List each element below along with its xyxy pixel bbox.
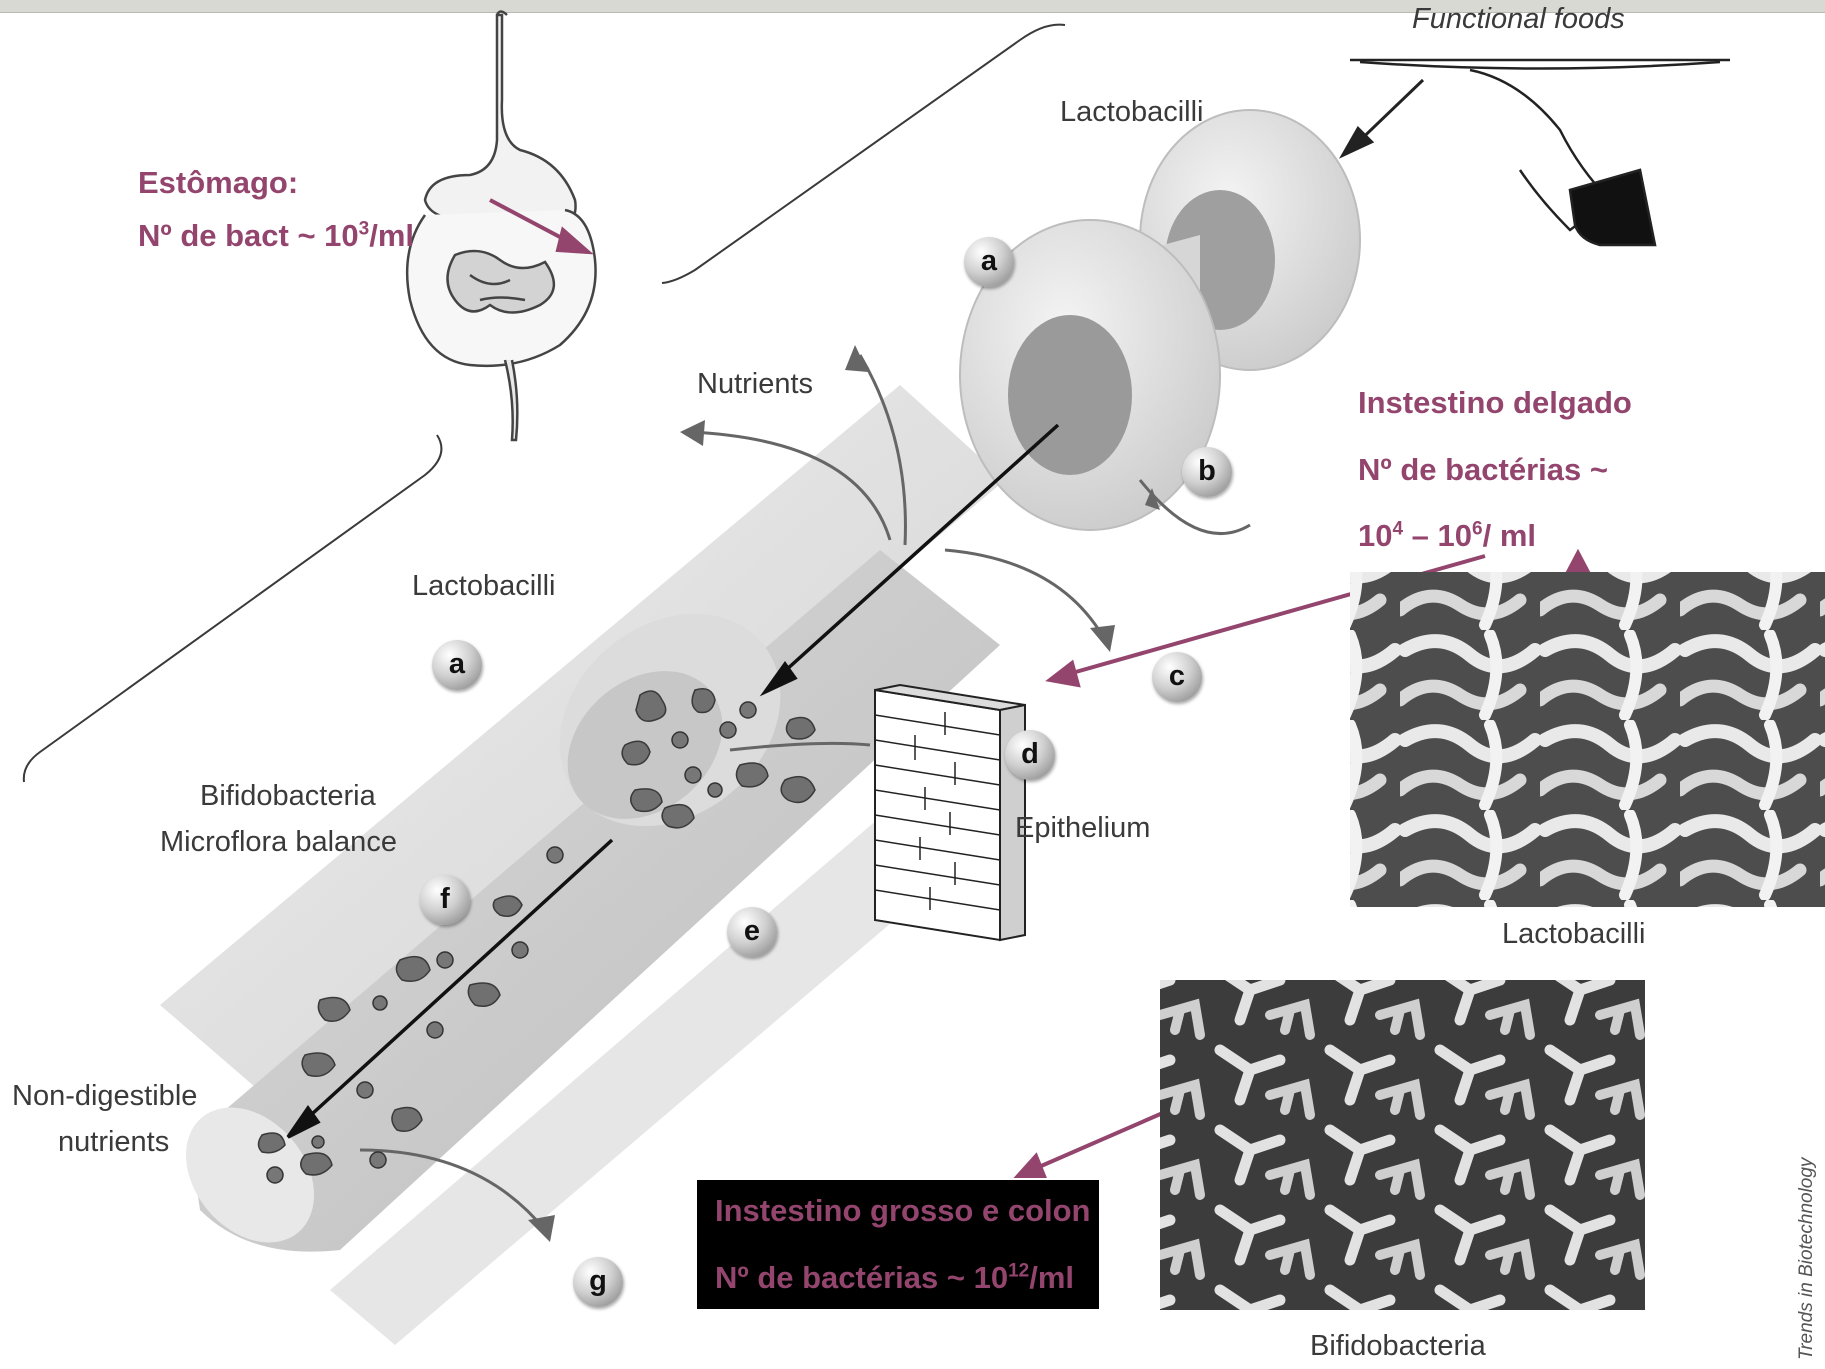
stomach-count-exp: 3 xyxy=(359,219,370,240)
journal-credit: Trends in Biotechnology xyxy=(1790,1105,1815,1365)
small-range-a: 10 xyxy=(1358,518,1392,553)
epithelium-label: Epithelium xyxy=(1015,812,1150,845)
badge-e: e xyxy=(727,907,777,957)
lactobacilli-photo-caption: Lactobacilli xyxy=(1502,918,1645,951)
intestinal-rings xyxy=(960,110,1360,530)
large-count-exp: 12 xyxy=(1008,1261,1029,1282)
badge-a-left: a xyxy=(432,640,482,690)
epithelium-block xyxy=(875,685,1025,940)
functional-foods-label: Functional foods xyxy=(1412,3,1625,36)
large-count-prefix: Nº de bactérias ~ 10 xyxy=(715,1260,1008,1295)
large-intestine-count: Nº de bactérias ~ 1012/ml xyxy=(715,1260,1074,1296)
lactobacilli-left-label: Lactobacilli xyxy=(412,570,555,603)
non-digestible-label: Non-digestible xyxy=(12,1080,197,1113)
badge-g: g xyxy=(573,1257,623,1307)
bifidobacteria-micrograph xyxy=(1160,980,1645,1310)
stomach-title: Estômago: xyxy=(138,165,298,201)
badge-c: c xyxy=(1152,652,1202,702)
small-range-b-exp: 6 xyxy=(1472,519,1483,540)
small-range-mid: – 10 xyxy=(1403,518,1472,553)
small-intestine-range: 104 – 106/ ml xyxy=(1358,518,1536,554)
badge-a-top: a xyxy=(964,237,1014,287)
bifidobacteria-photo-caption: Bifidobacteria xyxy=(1310,1330,1486,1363)
large-intestine-title: Instestino grosso e colon xyxy=(715,1193,1091,1229)
small-range-suffix: / ml xyxy=(1483,518,1536,553)
small-intestine-count: Nº de bactérias ~ xyxy=(1358,452,1608,488)
small-range-a-exp: 4 xyxy=(1392,519,1403,540)
digestive-tract-illustration xyxy=(407,12,595,441)
nutrients-label: Nutrients xyxy=(697,368,813,401)
stomach-count: Nº de bact ~ 103/ml xyxy=(138,218,414,254)
lactobacilli-top-label: Lactobacilli xyxy=(1060,96,1203,129)
bifidobacteria-label: Bifidobacteria xyxy=(200,780,376,813)
lactobacilli-micrograph xyxy=(1350,572,1825,907)
nutrients-lower-label: nutrients xyxy=(58,1126,169,1159)
badge-f: f xyxy=(420,875,470,925)
large-count-suffix: /ml xyxy=(1029,1260,1074,1295)
lower-bracket xyxy=(24,435,442,782)
stomach-count-prefix: Nº de bact ~ 10 xyxy=(138,218,359,253)
badge-b: b xyxy=(1182,447,1232,497)
microflora-balance-label: Microflora balance xyxy=(160,826,397,859)
stomach-count-suffix: /ml xyxy=(369,218,414,253)
small-intestine-title: Instestino delgado xyxy=(1358,385,1632,421)
serving-tray-hand-illustration xyxy=(1342,60,1730,245)
badge-d: d xyxy=(1005,730,1055,780)
